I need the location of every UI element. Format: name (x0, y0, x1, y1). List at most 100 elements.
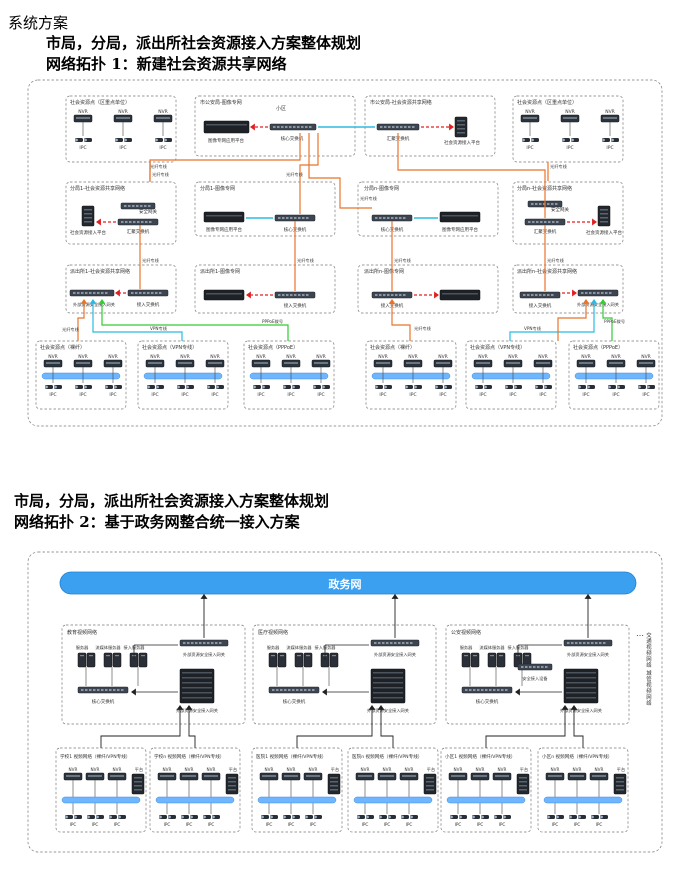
resource-point-1-nvr-label: NVR (78, 354, 88, 360)
edu-core-switch-label: 核心交换机 (92, 698, 115, 705)
bottom-net-5-platform-slot (519, 785, 527, 787)
resource-point-5-bus (471, 372, 551, 380)
key-point-left-ipc-label: IPC (119, 145, 126, 151)
key-point-right-nvr-label: NVR (525, 109, 535, 115)
police-core-switch-port (493, 689, 496, 691)
police-core-switch-port (473, 689, 476, 691)
branchn-security-gateway-port (535, 203, 538, 205)
station1-access-switch-label: 接入交换机 (137, 301, 160, 308)
bottom-net-6-ipc-2-lens (556, 815, 559, 819)
resource-point-3-ipc-1-lens (253, 385, 256, 389)
bottom-net-1-ipc-label: IPC (114, 822, 121, 827)
city-core-to-platform-arrow (250, 123, 255, 131)
topology-1-frame (27, 79, 663, 427)
resource-point-6-ipc-label: IPC (642, 392, 649, 398)
station1-image-access-switch-port (294, 294, 297, 296)
edu-server-2 (103, 652, 113, 668)
bottom-to-gateway-link-1 (100, 706, 181, 748)
bottom-net-4-ipc-label: IPC (384, 822, 391, 827)
resource-point-1-nvr-panel (76, 362, 90, 364)
station1-social-title: 派出所1-社会资源共享网络 (70, 268, 130, 275)
city-core-switch-port (273, 126, 276, 128)
resource-point-2-nvr-panel (208, 362, 222, 364)
edu-core-switch-port (117, 689, 120, 691)
bottom-net-1-nvr-label: NVR (91, 767, 100, 772)
resource-point-3-nvr-label: NVR (316, 354, 326, 360)
resource-point-2-ipc-1-lens (207, 385, 210, 389)
bottom-net-3-platform-label: 平台 (331, 766, 339, 773)
key-point-right-box (512, 95, 624, 163)
branch1-social-platform-slot (84, 209, 92, 211)
bottom-net-2-nvr-label: NVR (163, 767, 172, 772)
resource-point-5-ipc-label: IPC (509, 392, 516, 398)
stationn-gateway-port (605, 292, 608, 294)
med-core-switch-port (272, 689, 275, 691)
station1-access-switch-port (155, 292, 158, 294)
resource-point-4-nvr-panel (406, 362, 420, 364)
police-top-gateway-port (591, 642, 594, 644)
bottom-net-2-nvr-panel (160, 775, 174, 777)
bottom-net-1-ipc-2-lens (96, 815, 99, 819)
bottom-net-6-nvr-panel (548, 775, 562, 777)
city-core-switch-port (289, 126, 292, 128)
branchn-image-platform-device (439, 211, 481, 223)
branch1-core-switch-port (278, 217, 281, 219)
med-core-switch-port (280, 689, 283, 691)
key-point-left-title: 社会资源点（区重点单位） (70, 99, 130, 106)
bottom-net-5-ipc-1-lens (472, 815, 475, 819)
key-point-right-nvr-panel (563, 117, 577, 119)
city-core-switch-port (305, 126, 308, 128)
branchn-agg-switch-port (536, 221, 539, 223)
resource-point-5-ipc-label: IPC (479, 392, 486, 398)
resource-point-3-nvr-label: NVR (256, 354, 266, 360)
city-to-branch1-fiber-label: 光纤专线 (152, 171, 170, 178)
stationn-access-switch-port (551, 294, 554, 296)
branch1-image-title: 分局1-图像专网 (200, 185, 235, 192)
key-point-right-ipc-2-lens (611, 138, 614, 142)
police-security-device-port (521, 666, 524, 668)
branch1-agg-switch-port (137, 221, 140, 223)
right-fiber-access-2 (557, 300, 587, 341)
bottom-net-3-ipc-2-lens (270, 815, 273, 819)
stationn-gateway-port (601, 292, 604, 294)
med-bottom-gateway-label: 外部资源安全接入网关 (367, 707, 409, 714)
resource-point-3-title: 社会资源点（PPPoE） (248, 344, 298, 351)
resource-point-6-ipc-2-lens (617, 385, 620, 389)
key-point-right-nvr-label: NVR (565, 109, 575, 115)
resource-point-1-nvr-label: NVR (108, 354, 118, 360)
left-pppoe-access-arrow (98, 299, 106, 304)
med-server-label: 服务器 (267, 644, 280, 651)
med-server-1-b (277, 652, 287, 668)
police-server-label: 流媒体服务器 (479, 644, 505, 651)
resource-point-4-nvr-label: NVR (378, 354, 388, 360)
edu-top-gateway-port (191, 642, 194, 644)
bottom-net-6-ipc-1-lens (547, 815, 550, 819)
bottom-net-1-nvr-panel (66, 775, 80, 777)
resource-point-5-ipc-1-lens (535, 385, 538, 389)
left-fiber-access-arrow (80, 299, 88, 304)
med-top-gateway-port (386, 642, 389, 644)
bottom-net-4-nvr-panel (402, 775, 416, 777)
stationn-image-access-switch-port (375, 294, 378, 296)
right-pppoe-access-label: PPPoE拨号 (604, 318, 625, 325)
bottom-net-2-ipc-2-lens (190, 815, 193, 819)
stationn-access-switch-port (543, 294, 546, 296)
branchn-agg-switch-port (548, 221, 551, 223)
resource-point-2-ipc-label: IPC (181, 392, 188, 398)
key-point-left-nvr-label: NVR (118, 109, 128, 115)
bottom-net-5-platform-slot (519, 781, 527, 783)
plan-heading-1: 市局，分局，派出所社会资源接入方案整体规划 (46, 34, 362, 52)
branch1-agg-switch-port (125, 221, 128, 223)
branch1-security-gateway-port (144, 205, 147, 207)
right-vpn-access (509, 300, 595, 341)
resource-point-5-nvr-panel (476, 362, 490, 364)
med-core-switch-port (276, 689, 279, 691)
resource-point-4-title: 社会资源点（裸纤） (370, 344, 415, 351)
branchn-agg-switch-port (540, 221, 543, 223)
stationn-gateway-port (589, 292, 592, 294)
med-server-2-b (303, 652, 313, 668)
police-firewall-rack-unit (566, 672, 596, 674)
edu-core-switch-port (89, 689, 92, 691)
bottom-net-5-platform-slot (519, 789, 527, 791)
branchn-core-switch-port (387, 217, 390, 219)
